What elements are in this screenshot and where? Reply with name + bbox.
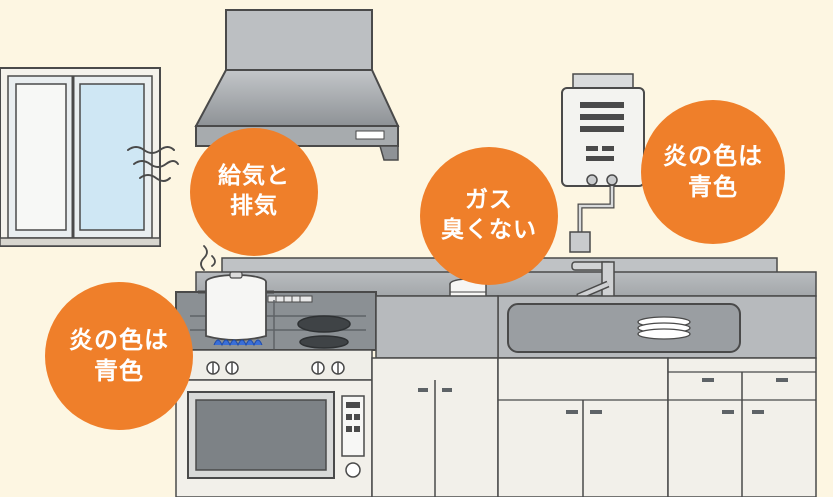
air-flow-icon [127,146,179,182]
window [0,67,161,247]
callout-line: 炎の色は [663,141,763,170]
sink [497,295,817,359]
callout-line: ガス [465,187,513,214]
stove-front [175,349,373,381]
callout-line: 排気 [230,193,278,219]
pot [198,271,274,341]
steam-icon [200,245,216,271]
callout-flame-blue-heater: 炎の色は 青色 [641,100,785,244]
lower-cabinets [371,357,817,497]
oven [175,379,373,497]
callout-line: 給気と [218,163,290,190]
stove-knob [206,361,345,375]
callout-line: 青色 [688,173,738,201]
callout-no-gas-smell: ガス 臭くない [420,147,558,285]
callout-line: 炎の色は [69,325,169,354]
callout-line: 臭くない [441,217,537,243]
water-heater [561,73,645,253]
flame-icon [213,339,263,347]
callout-line: 青色 [94,357,144,385]
callout-air-supply-exhaust: 給気と 排気 [190,128,318,256]
callout-flame-blue-stove: 炎の色は 青色 [45,282,193,430]
